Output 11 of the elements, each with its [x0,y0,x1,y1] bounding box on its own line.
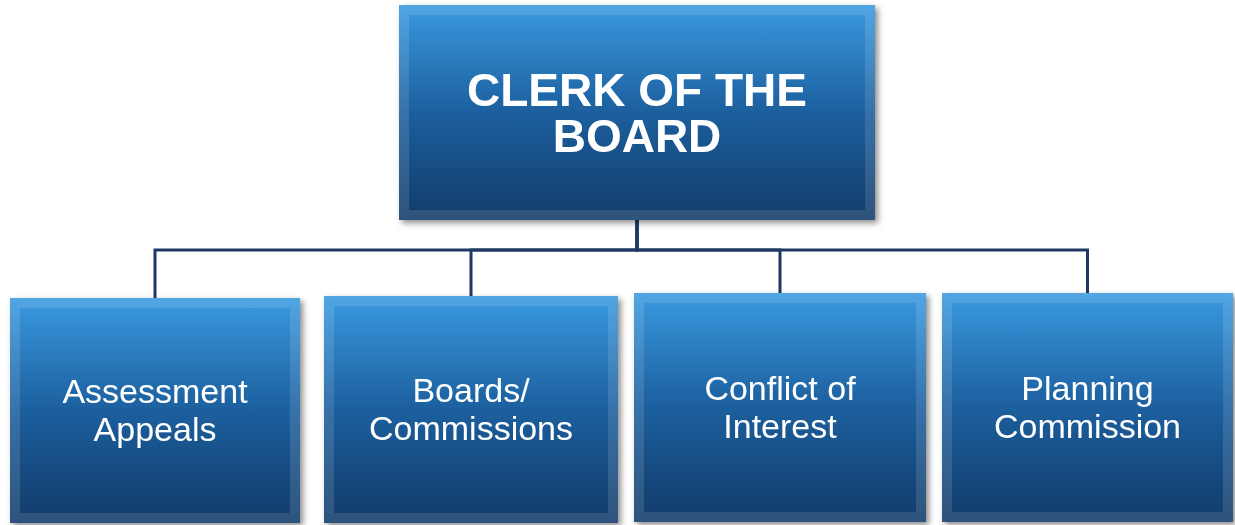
org-box [10,298,300,523]
org-box [324,296,618,523]
box-label: Assessment Appeals [61,373,249,448]
box-label: Conflict of Interest [703,370,857,445]
org-box [942,293,1233,522]
connector-line [635,220,1089,293]
box-label: CLERK OF THE BOARD [466,66,808,159]
org-box [634,293,926,522]
org-box [399,5,875,220]
box-label: Planning Commission [992,370,1182,445]
box-label: Boards/ Commissions [367,372,574,447]
